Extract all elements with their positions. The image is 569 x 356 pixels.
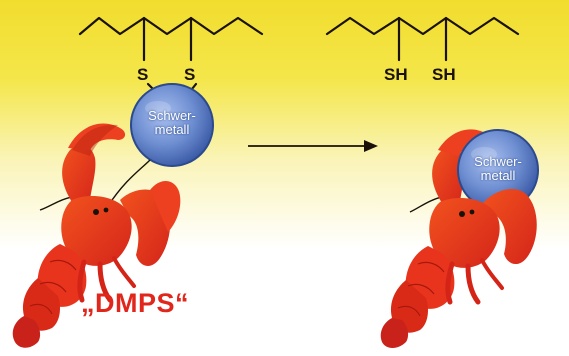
right-carbon-chain [325, 16, 520, 62]
metal-label-line1: Schwer- [474, 154, 522, 169]
metal-ball-label-left: Schwer- metall [140, 109, 204, 137]
left-carbon-chain [78, 16, 264, 96]
thiol-group-right: SH [432, 65, 456, 84]
reaction-arrow-icon [248, 140, 378, 152]
lobster-right-body [380, 189, 537, 348]
metal-label-line2: metall [154, 122, 190, 137]
sulfur-atom-right: S [184, 65, 196, 84]
compound-label: „DMPS“ [81, 288, 190, 318]
metal-label-line1: Schwer- [148, 108, 196, 123]
metal-ball-label-right: Schwer- metall [466, 155, 530, 183]
lobster-left-icon [12, 123, 181, 348]
sulfur-atom-left: S [137, 65, 149, 84]
metal-ball-icon [130, 83, 214, 167]
thiol-group-left: SH [384, 65, 408, 84]
metal-label-line2: metall [480, 168, 516, 183]
